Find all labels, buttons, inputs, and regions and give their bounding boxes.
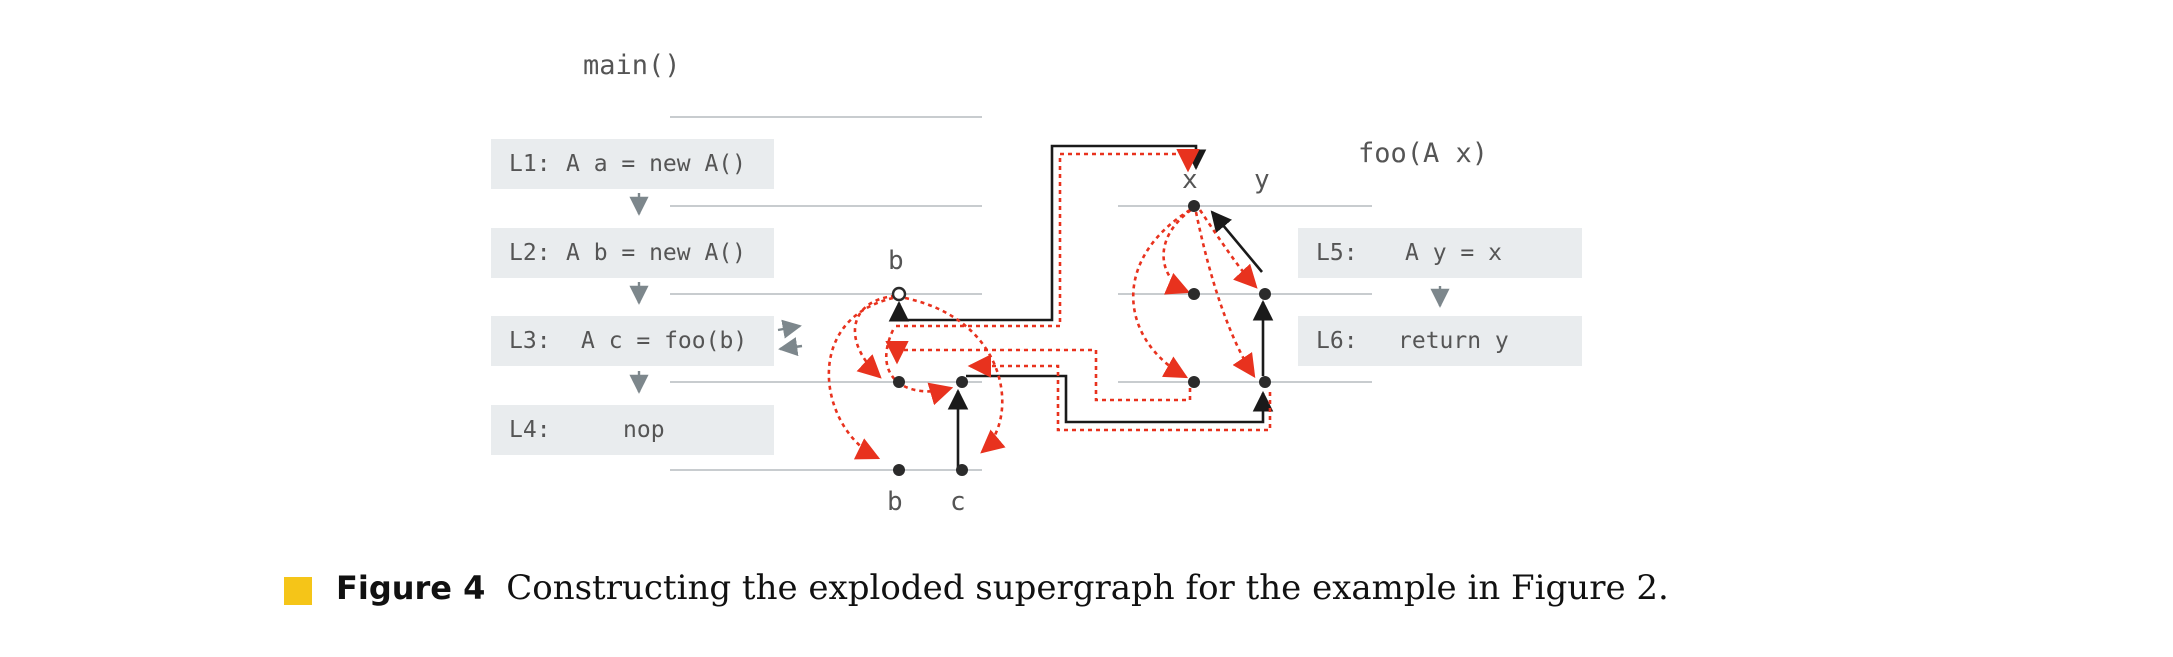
red-edge-b-to-l4-b bbox=[827, 296, 894, 460]
red-edge-x-to-l5-y bbox=[1198, 209, 1258, 289]
red-edge-x-to-l5-x bbox=[1162, 208, 1192, 295]
statement-l1-code: A a = new A() bbox=[566, 151, 747, 177]
call-arrow bbox=[777, 319, 802, 339]
node-b-call-open bbox=[891, 286, 907, 302]
statement-l4-code: nop bbox=[623, 417, 665, 443]
red-edge-outer-call bbox=[896, 148, 1200, 328]
red-edge-x-to-l6-x bbox=[1131, 208, 1191, 379]
node-x-l6 bbox=[1188, 376, 1200, 388]
caption-marker bbox=[284, 577, 312, 605]
statement-l6-code: return y bbox=[1398, 328, 1509, 354]
node-b-l3 bbox=[893, 376, 905, 388]
main-function-title: main() bbox=[583, 50, 681, 81]
main-separator-lines bbox=[670, 116, 982, 471]
statement-l4: L4: nop bbox=[491, 405, 774, 455]
statement-l3-code: A c = foo(b) bbox=[581, 328, 748, 354]
statement-l3: L3: A c = foo(b) bbox=[491, 316, 774, 366]
red-edge-return-route bbox=[967, 354, 1272, 432]
figure-number: Figure 4 bbox=[336, 569, 486, 607]
statement-l2-code: A b = new A() bbox=[566, 240, 747, 266]
statement-l4-label: L4: bbox=[509, 417, 551, 443]
black-edges bbox=[888, 144, 1274, 468]
node-c-l3 bbox=[956, 376, 968, 388]
red-edge-b-to-l4-c bbox=[904, 296, 1006, 454]
statement-l1: L1: A a = new A() bbox=[491, 139, 774, 189]
node-c-l4 bbox=[956, 464, 968, 476]
figure-caption: Figure 4 Constructing the exploded super… bbox=[336, 568, 1669, 608]
foo-function-title: foo(A x) bbox=[1358, 138, 1489, 169]
return-arrow bbox=[778, 337, 803, 357]
statement-l6-label: L6: bbox=[1316, 328, 1358, 354]
var-label-b-bottom: b bbox=[887, 487, 903, 517]
red-edges bbox=[827, 148, 1272, 460]
red-edge-b-to-b bbox=[853, 294, 896, 379]
statement-l5-label: L5: bbox=[1316, 240, 1358, 266]
red-edge-b-to-c-via-summary bbox=[896, 348, 1192, 402]
figure-caption-text: Constructing the exploded supergraph for… bbox=[506, 568, 1669, 608]
node-b-l4 bbox=[893, 464, 905, 476]
edge-y-to-x bbox=[1210, 210, 1263, 273]
statement-l6: L6: return y bbox=[1298, 316, 1582, 366]
var-label-b-top: b bbox=[888, 246, 904, 276]
statement-l5-code: A y = x bbox=[1405, 240, 1502, 266]
statement-l5: L5: A y = x bbox=[1298, 228, 1582, 278]
var-label-x: x bbox=[1182, 165, 1198, 195]
red-edge-x-to-l6-y bbox=[1194, 211, 1256, 378]
statement-l1-label: L1: bbox=[509, 151, 551, 177]
control-flow-arrows bbox=[629, 193, 1450, 394]
var-label-c-bottom: c bbox=[950, 487, 966, 517]
node-x-entry bbox=[1188, 200, 1200, 212]
var-label-y: y bbox=[1254, 165, 1270, 195]
node-x-l5 bbox=[1188, 288, 1200, 300]
return-edge-y-to-c bbox=[966, 374, 1274, 424]
node-y-l5 bbox=[1259, 288, 1271, 300]
graph-nodes bbox=[891, 200, 1271, 476]
foo-separator-lines bbox=[1118, 205, 1372, 383]
node-y-l6 bbox=[1259, 376, 1271, 388]
statement-l2-label: L2: bbox=[509, 240, 551, 266]
statement-l2: L2: A b = new A() bbox=[491, 228, 774, 278]
statement-l3-label: L3: bbox=[509, 328, 551, 354]
